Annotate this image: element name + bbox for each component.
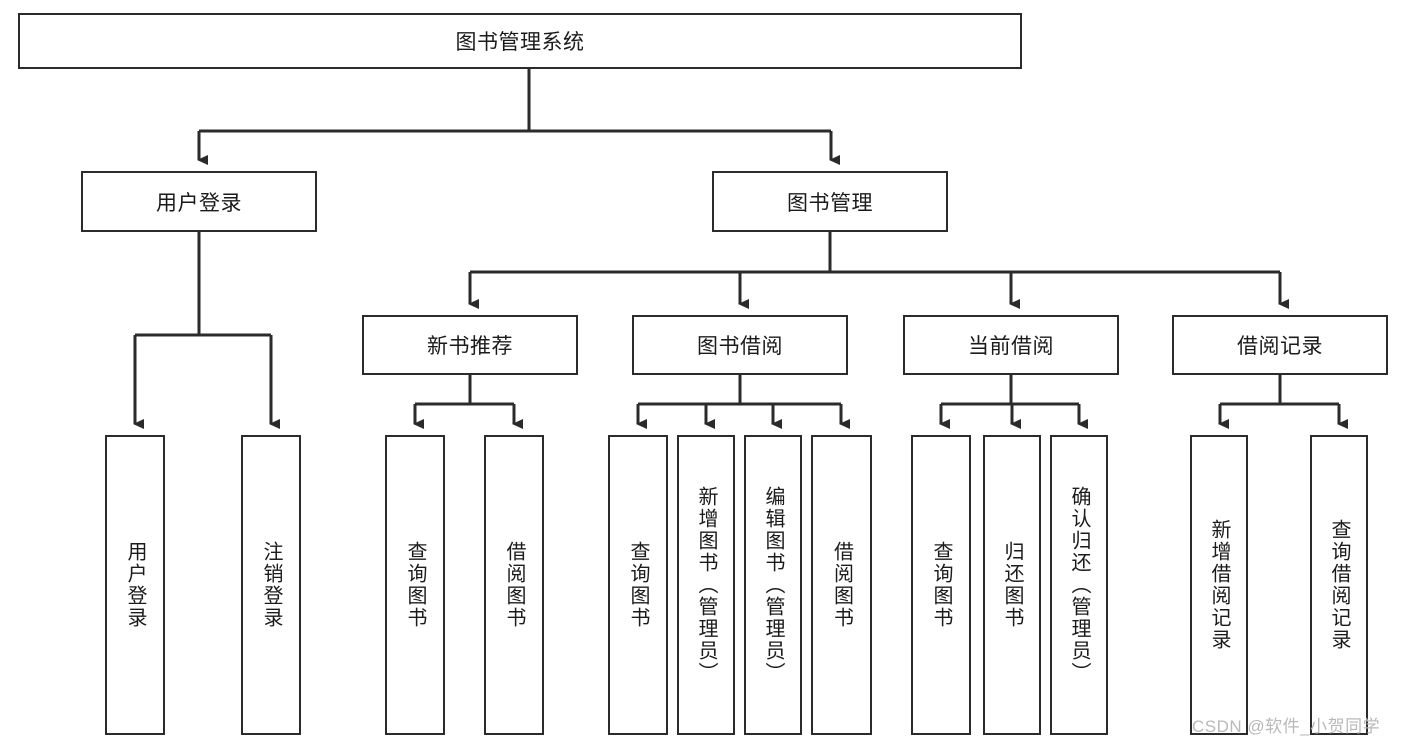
node-book-management[interactable]: 图书管理 bbox=[712, 171, 948, 232]
leaf-node-edit-book-admin[interactable]: 编辑图书（管理员） bbox=[744, 435, 802, 735]
node-borrowing-record[interactable]: 借阅记录 bbox=[1172, 315, 1388, 375]
node-root-book-management-system[interactable]: 图书管理系统 bbox=[18, 13, 1022, 69]
node-user-login[interactable]: 用户登录 bbox=[81, 171, 317, 232]
leaf-node-confirm-return-admin[interactable]: 确认归还（管理员） bbox=[1050, 435, 1108, 735]
leaf-node-borrow-book-1[interactable]: 借阅图书 bbox=[484, 435, 544, 735]
node-new-book-recommendation[interactable]: 新书推荐 bbox=[362, 315, 578, 375]
node-current-borrowing[interactable]: 当前借阅 bbox=[903, 315, 1119, 375]
csdn-watermark: CSDN @软件_小贺同学 bbox=[1192, 717, 1381, 736]
leaf-node-return-book[interactable]: 归还图书 bbox=[983, 435, 1041, 735]
leaf-node-query-borrow-record[interactable]: 查询借阅记录 bbox=[1310, 435, 1368, 735]
leaf-node-query-book-2[interactable]: 查询图书 bbox=[608, 435, 668, 735]
leaf-node-add-book-admin[interactable]: 新增图书（管理员） bbox=[677, 435, 735, 735]
leaf-node-logout[interactable]: 注销登录 bbox=[241, 435, 301, 735]
leaf-node-user-login[interactable]: 用户登录 bbox=[105, 435, 165, 735]
leaf-node-add-borrow-record[interactable]: 新增借阅记录 bbox=[1190, 435, 1248, 735]
leaf-node-query-book-1[interactable]: 查询图书 bbox=[385, 435, 445, 735]
leaf-node-query-book-3[interactable]: 查询图书 bbox=[911, 435, 971, 735]
leaf-node-borrow-book-2[interactable]: 借阅图书 bbox=[811, 435, 872, 735]
node-book-borrowing[interactable]: 图书借阅 bbox=[632, 315, 848, 375]
